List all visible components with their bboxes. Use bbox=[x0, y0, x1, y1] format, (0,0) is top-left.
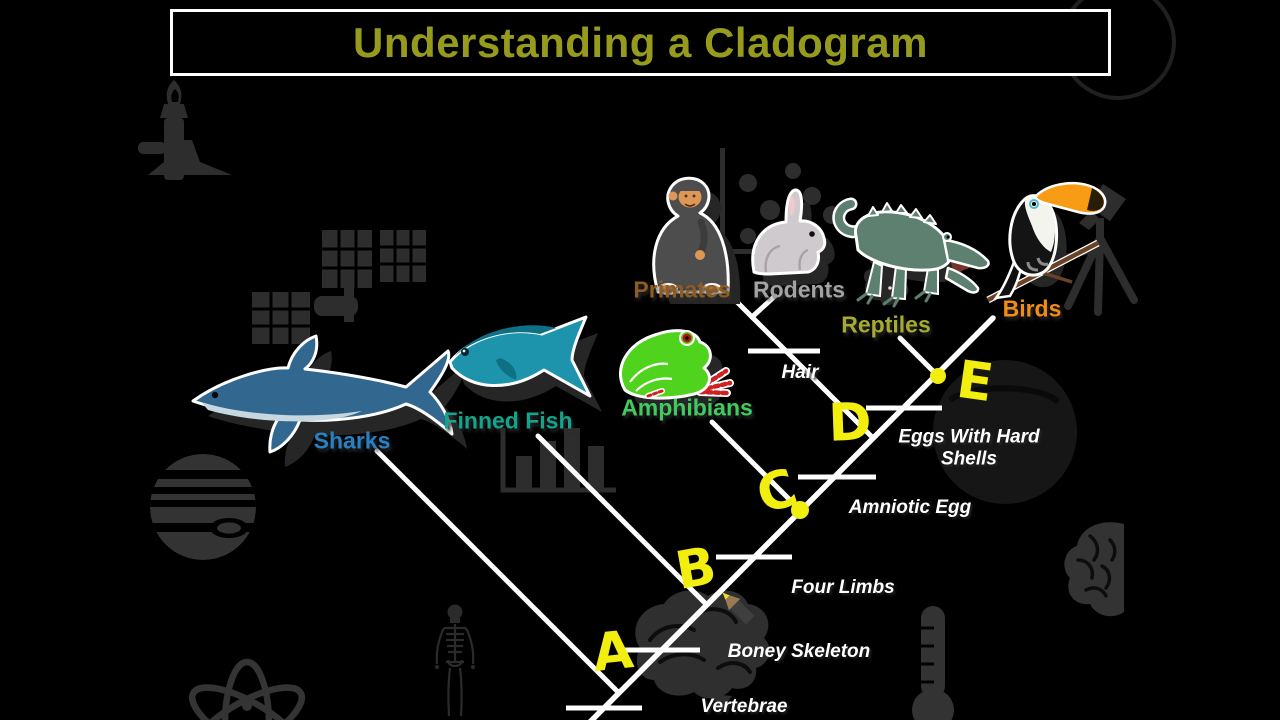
node-dot-e bbox=[930, 368, 946, 384]
intestines-icon bbox=[635, 590, 770, 710]
primate-chimp-icon bbox=[652, 176, 741, 304]
taxon-label-sharks: Sharks bbox=[313, 427, 391, 454]
trait-label-boney-skeleton: Boney Skeleton bbox=[727, 641, 871, 662]
node-letter-d: D bbox=[827, 392, 873, 454]
taxon-label-reptiles: Reptiles bbox=[841, 311, 931, 338]
bar-chart-icon bbox=[500, 428, 616, 493]
shark-icon bbox=[191, 334, 467, 467]
cladogram-lines bbox=[374, 291, 996, 720]
dark-sphere-icon bbox=[933, 360, 1077, 504]
trait-label-eggs-with-hard-shells: Eggs With Hard Shells bbox=[898, 426, 1040, 470]
amphibian-frog-icon bbox=[619, 329, 734, 412]
bird-toucan-icon bbox=[986, 182, 1107, 304]
taxon-label-amphibians: Amphibians bbox=[621, 394, 753, 421]
trait-label-amniotic-egg: Amniotic Egg bbox=[848, 497, 972, 518]
taxon-label-birds: Birds bbox=[1002, 295, 1062, 322]
node-letter-a: A bbox=[589, 620, 637, 684]
title-banner: Understanding a Cladogram bbox=[170, 9, 1111, 76]
atom-icon bbox=[188, 658, 306, 720]
thermometer-icon bbox=[912, 606, 954, 720]
space-station-icon bbox=[252, 230, 426, 344]
skeleton-icon bbox=[435, 604, 475, 717]
pencil-cursor-icon bbox=[722, 592, 755, 625]
bunsen-burner-icon bbox=[138, 80, 232, 180]
node-dots bbox=[791, 368, 946, 519]
finned-fish-icon bbox=[448, 315, 602, 412]
jupiter-icon bbox=[150, 454, 256, 560]
reptile-crocodile-icon bbox=[832, 197, 990, 308]
taxon-label-finned-fish: Finned Fish bbox=[443, 407, 573, 434]
rodent-rabbit-icon bbox=[751, 188, 835, 286]
brain-icon bbox=[1064, 522, 1124, 617]
trait-label-hair: Hair bbox=[781, 362, 819, 383]
taxon-label-rodents: Rodents bbox=[753, 276, 845, 303]
taxon-label-primates: Primates bbox=[633, 276, 731, 303]
trait-label-vertebrae: Vertebrae bbox=[700, 696, 788, 717]
trait-label-four-limbs: Four Limbs bbox=[791, 577, 895, 598]
page-title: Understanding a Cladogram bbox=[353, 18, 928, 66]
node-dot-c bbox=[791, 501, 809, 519]
